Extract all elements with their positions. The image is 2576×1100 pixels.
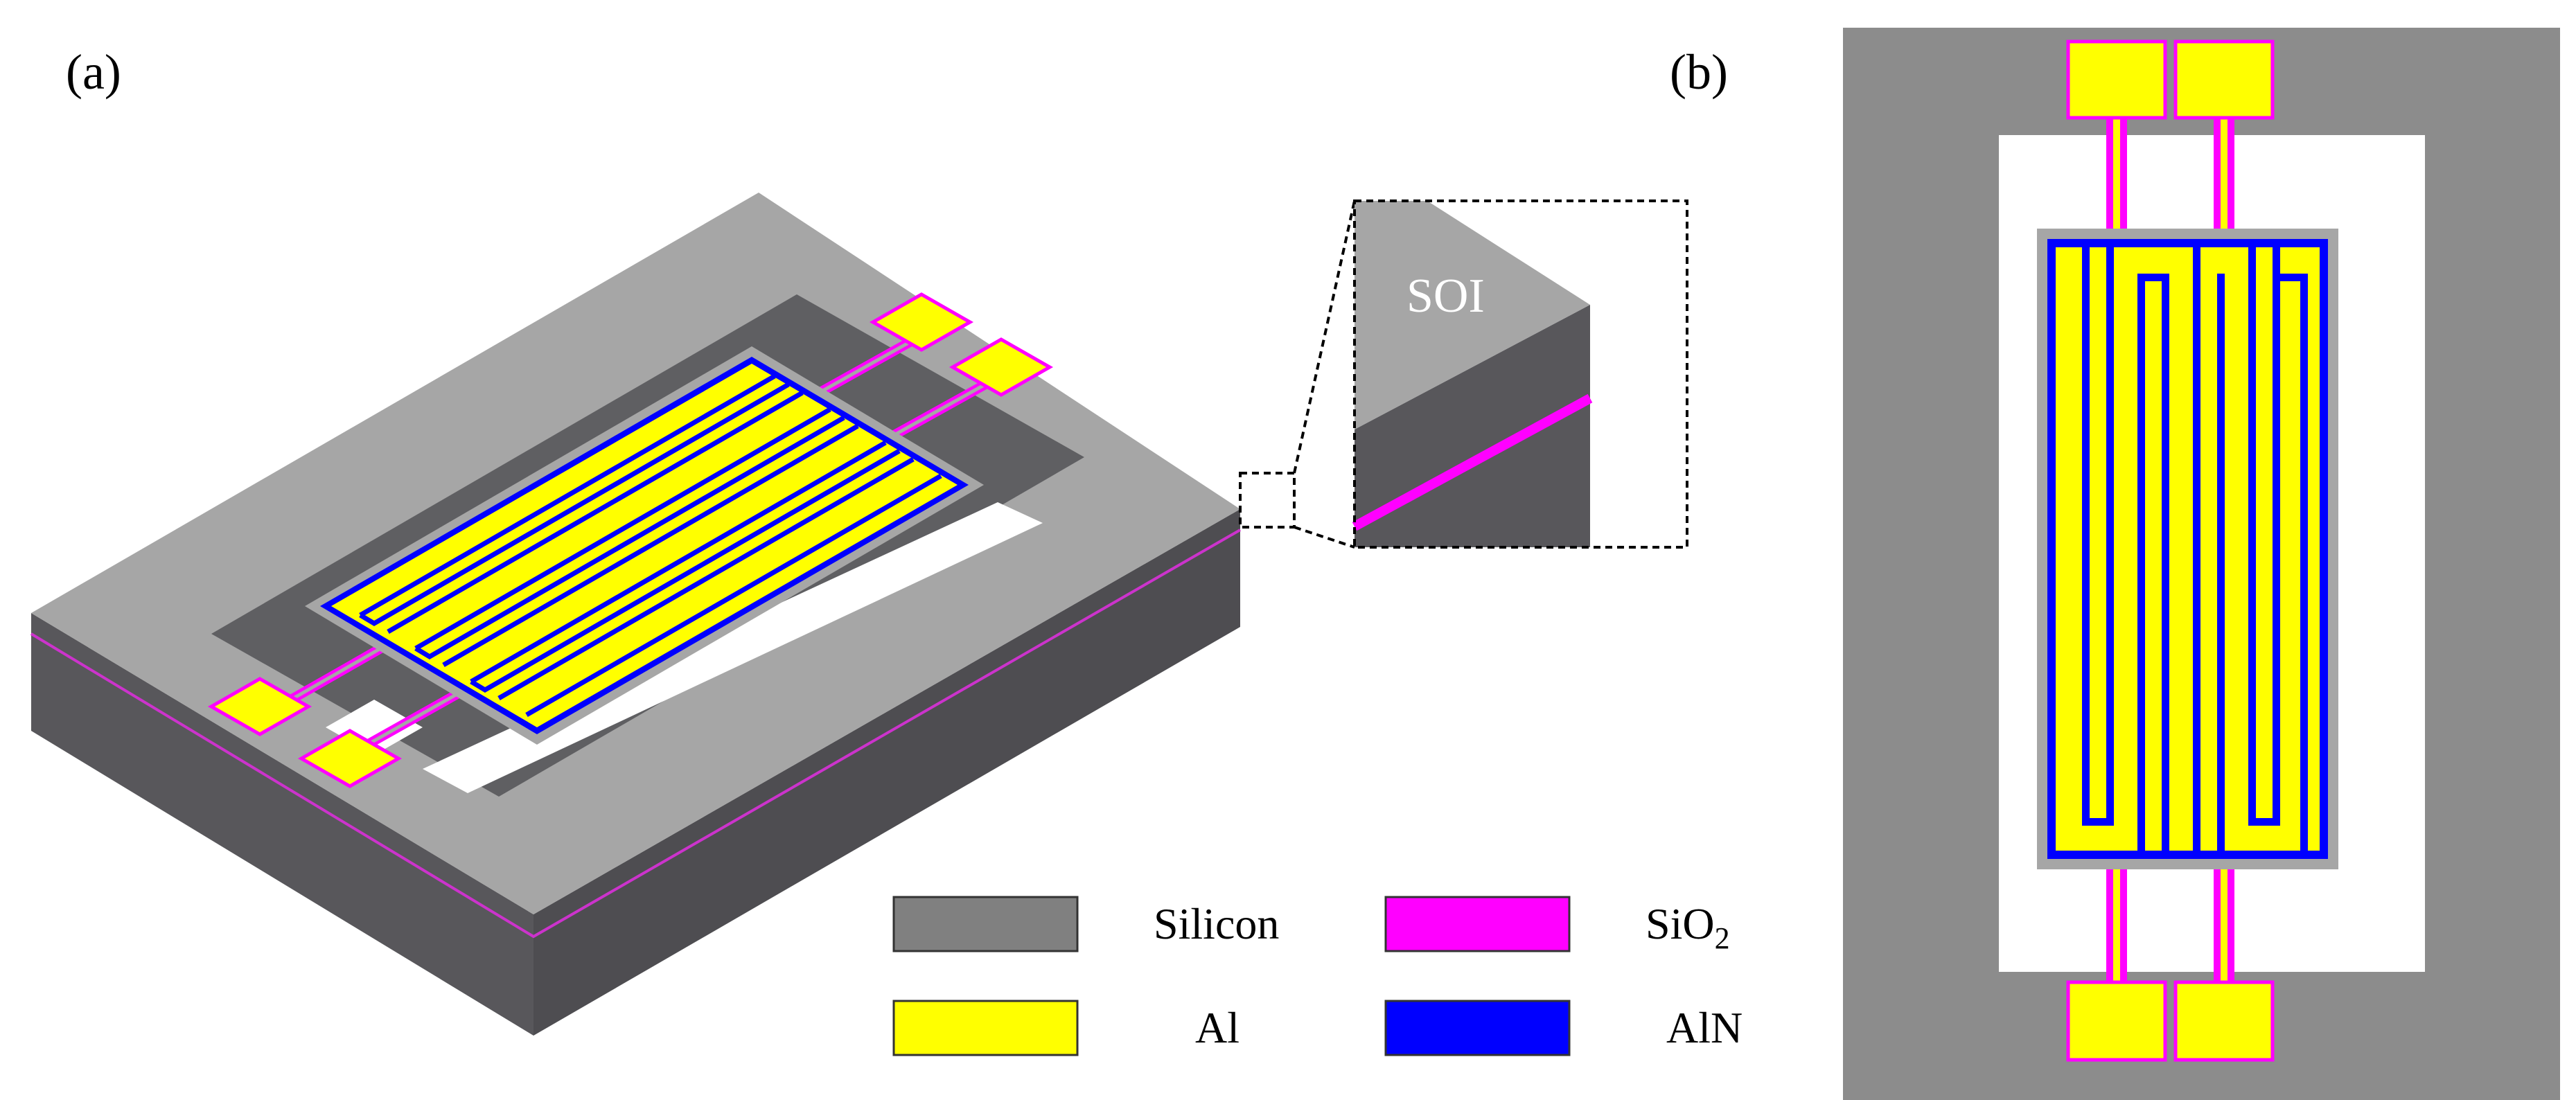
electrode-stripes xyxy=(359,373,942,718)
substrate-left-face xyxy=(31,613,533,1036)
legend-swatch-sio2 xyxy=(1384,896,1571,952)
legend-label-aln: AlN xyxy=(1666,1003,1743,1052)
legend-swatch-silicon xyxy=(892,896,1079,952)
panel-b-label: (b) xyxy=(1670,44,1728,100)
bond-pad xyxy=(2173,980,2275,1062)
panel-a-label: (a) xyxy=(66,44,121,100)
bond-pad xyxy=(2173,39,2275,120)
legend-label-silicon: Silicon xyxy=(1154,899,1279,948)
bond-pad xyxy=(207,677,312,736)
substrate-right-face xyxy=(533,509,1240,1036)
substrate-sio2-line xyxy=(30,529,1241,939)
legend-label-sio2: SiO2 xyxy=(1646,899,1730,955)
bond-pad xyxy=(949,337,1054,397)
panel-b-bond-pads xyxy=(2066,39,2275,1062)
membrane-al-base xyxy=(331,364,958,727)
zoom-source-box xyxy=(1239,472,1296,529)
soi-label: SOI xyxy=(1406,269,1485,323)
bond-pad xyxy=(297,729,403,788)
legend-swatch-al xyxy=(892,1000,1079,1056)
zoom-line-bottom xyxy=(1294,526,1355,549)
legend-swatch-aln xyxy=(1384,1000,1571,1056)
panel-b-traces xyxy=(2106,100,2234,997)
bond-pads xyxy=(207,292,1054,788)
bond-pad xyxy=(2066,39,2167,120)
zoom-line-top xyxy=(1293,200,1356,474)
soi-zoom-inset: SOI xyxy=(1352,199,1688,549)
legend-label-al: Al xyxy=(1195,1003,1240,1052)
panel-b: (b) xyxy=(1670,28,2560,1100)
panel-a: (a) xyxy=(30,44,1743,1056)
bond-pad xyxy=(2066,980,2167,1062)
bond-pad xyxy=(869,292,974,352)
legend: Silicon SiO2 Al AlN xyxy=(892,896,1743,1056)
panel-b-electrode-lines xyxy=(2082,247,2308,851)
